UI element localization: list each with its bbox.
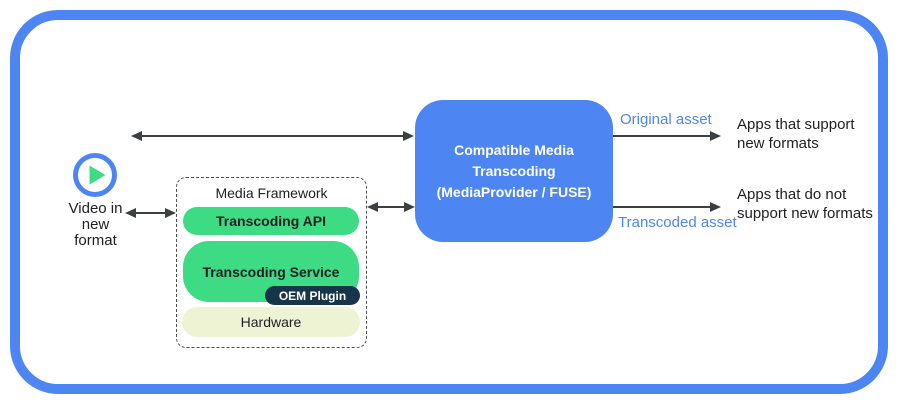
video-source-label: Video in new format bbox=[68, 200, 123, 249]
arrow-original-asset bbox=[613, 131, 721, 141]
play-icon bbox=[72, 152, 118, 198]
arrow-transcoded-asset bbox=[613, 202, 721, 212]
media-framework-title: Media Framework bbox=[215, 185, 328, 201]
hardware-pill: Hardware bbox=[182, 307, 360, 337]
arrow-framework-transcoder bbox=[367, 202, 415, 212]
arrow-video-framework bbox=[125, 208, 176, 218]
compatible-media-transcoding-box: Compatible Media Transcoding (MediaProvi… bbox=[415, 100, 613, 242]
oem-plugin-pill: OEM Plugin bbox=[265, 286, 360, 305]
original-asset-label: Original asset bbox=[620, 111, 712, 128]
arrow-source-transcoder bbox=[131, 131, 414, 141]
transcoding-api-pill: Transcoding API bbox=[183, 207, 359, 235]
media-framework-box: Media Framework Transcoding API Transcod… bbox=[176, 177, 367, 348]
apps-no-support-label: Apps that do not support new formats bbox=[737, 186, 873, 222]
transcoded-asset-label: Transcoded asset bbox=[618, 214, 737, 231]
apps-support-label: Apps that support new formats bbox=[737, 116, 855, 152]
